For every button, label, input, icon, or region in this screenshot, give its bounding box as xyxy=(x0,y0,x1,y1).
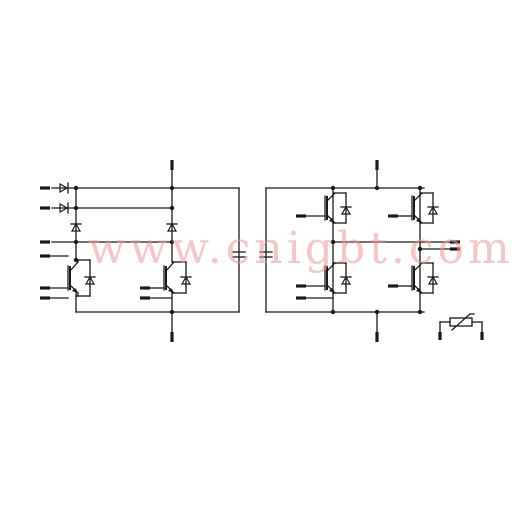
igbt-inverter-bottom-right xyxy=(397,262,439,294)
igbt-brake-right xyxy=(149,261,192,299)
ntc-thermistor xyxy=(438,313,484,340)
inverter-section xyxy=(265,160,460,342)
column-diode-left xyxy=(70,222,82,232)
input-diode-2 xyxy=(59,202,69,214)
input-diode-1 xyxy=(59,182,69,194)
column-diode-right xyxy=(166,222,178,232)
rectifier-section xyxy=(40,160,240,342)
igbt-inverter-bottom-left xyxy=(305,262,352,299)
igbt-inverter-top-right xyxy=(397,192,439,224)
igbt-inverter-top-left xyxy=(305,192,352,224)
igbt-brake-left xyxy=(67,259,96,297)
